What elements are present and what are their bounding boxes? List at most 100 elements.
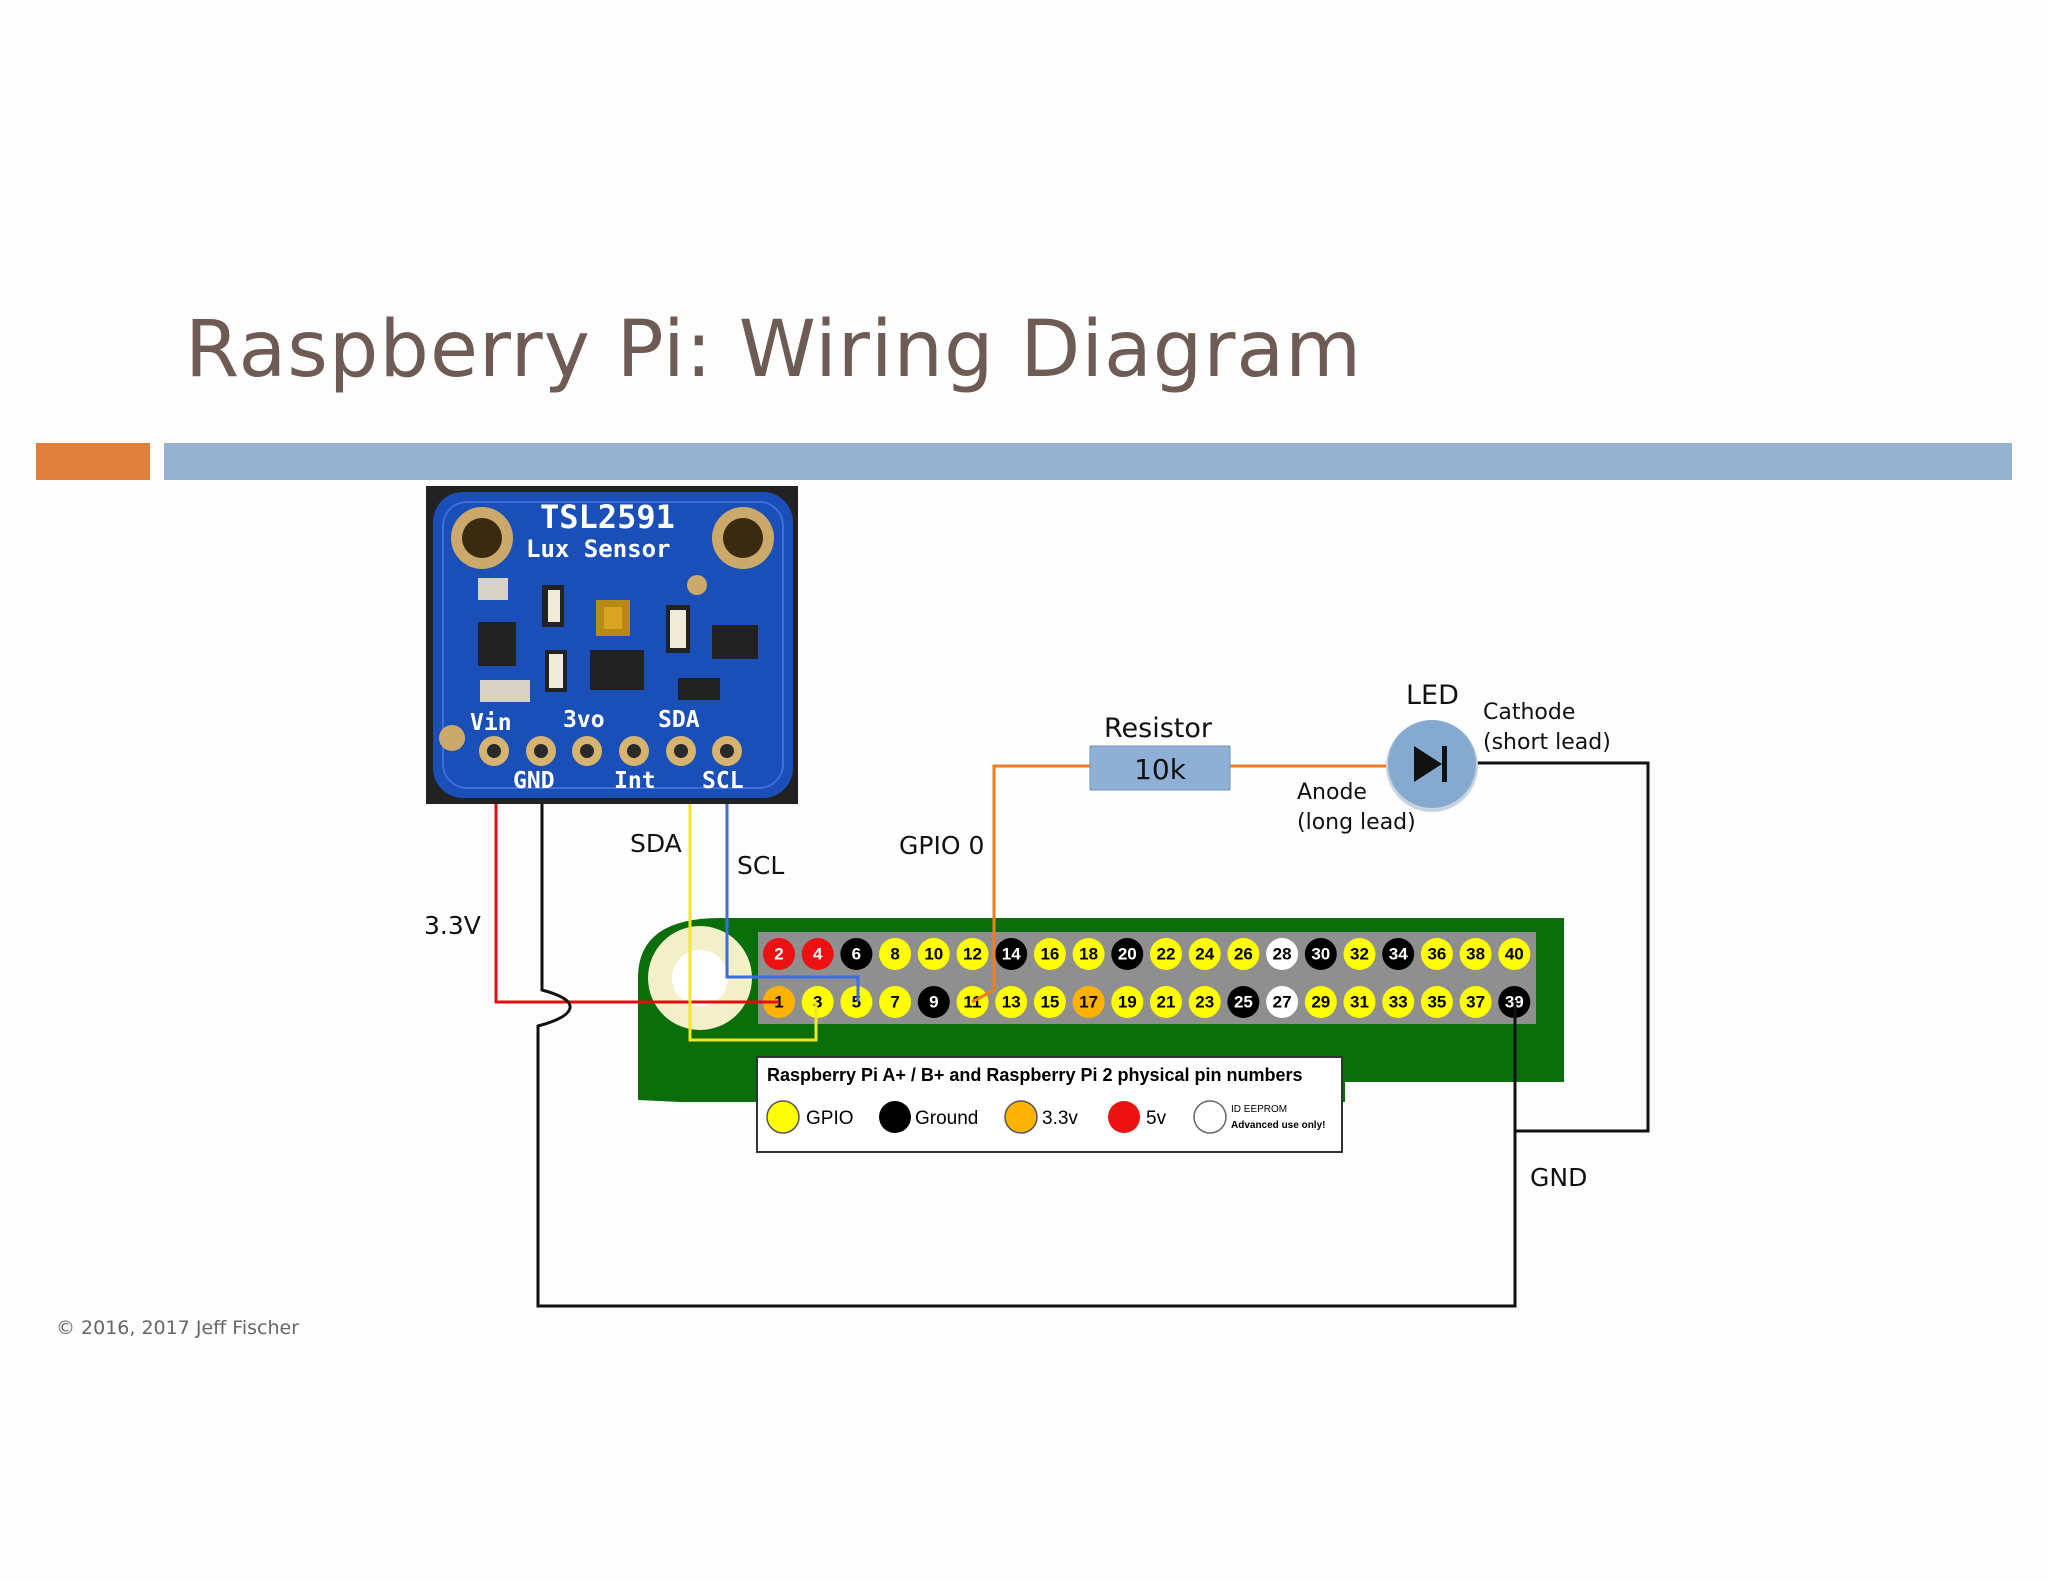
gpio-pin-label-17: 17 — [1079, 993, 1098, 1012]
sensor-pad-hole-2 — [534, 744, 548, 758]
gpio-pin-label-12: 12 — [963, 945, 982, 964]
legend-3v3: 3.3v — [1042, 1108, 1078, 1129]
gpio-pin-25 — [1227, 986, 1260, 1018]
gpio-pin-6 — [840, 938, 873, 970]
sensor-pad-hole-4 — [627, 744, 641, 758]
sensor-pin-sda: SDA — [658, 707, 700, 733]
gpio-pin-label-19: 19 — [1118, 993, 1137, 1012]
gpio-pin-14 — [995, 938, 1028, 970]
gpio-pin-37 — [1459, 986, 1492, 1018]
wire-label-gpio0: GPIO 0 — [899, 831, 984, 860]
gpio-pin-17 — [1072, 986, 1105, 1018]
gpio-pin-33 — [1382, 986, 1415, 1018]
gpio-pin-label-14: 14 — [1002, 945, 1021, 964]
gpio-pin-label-23: 23 — [1195, 993, 1214, 1012]
resistor-label: Resistor — [1104, 713, 1213, 744]
wire-scl — [725, 752, 860, 1002]
gpio-pin-13 — [995, 986, 1028, 1018]
legend-gpio-swatch — [766, 1100, 800, 1134]
sensor-pad-hole-6 — [720, 744, 734, 758]
gpio-pin-label-24: 24 — [1195, 945, 1214, 964]
gpio-pin-label-38: 38 — [1466, 945, 1485, 964]
gpio-pin-28 — [1266, 938, 1299, 970]
legend-5v: 5v — [1146, 1108, 1167, 1129]
gpio-pin-34 — [1382, 938, 1415, 970]
sensor-name: TSL2591 — [540, 498, 675, 536]
sensor-pin-3vo: 3vo — [563, 707, 605, 733]
gpio-pin-label-15: 15 — [1040, 993, 1059, 1012]
gpio-pin-label-9: 9 — [929, 993, 938, 1012]
gpio-pin-label-3: 3 — [813, 993, 822, 1012]
gpio-pin-29 — [1304, 986, 1337, 1018]
gpio-pin-label-5: 5 — [852, 993, 861, 1012]
gpio-pin-label-7: 7 — [890, 993, 899, 1012]
legend-ground-swatch — [879, 1101, 911, 1133]
gpio-pin-label-18: 18 — [1079, 945, 1098, 964]
gpio-pin-label-36: 36 — [1427, 945, 1446, 964]
gpio-pin-26 — [1227, 938, 1260, 970]
legend-gpio: GPIO — [806, 1108, 854, 1129]
wire-label-scl: SCL — [737, 851, 784, 880]
sensor-pad-hole-1 — [487, 744, 501, 758]
gpio-pin-label-21: 21 — [1157, 993, 1176, 1012]
legend-eeprom-swatch — [1193, 1100, 1227, 1134]
gpio-pin-label-26: 26 — [1234, 945, 1253, 964]
sensor-pin-gnd: GND — [513, 768, 555, 794]
legend-3v3-swatch — [1004, 1100, 1038, 1134]
gpio-pin-label-13: 13 — [1002, 993, 1021, 1012]
sensor-pin-int: Int — [614, 768, 656, 794]
legend-ground: Ground — [915, 1108, 978, 1129]
cathode-note: (short lead) — [1483, 730, 1611, 755]
gpio-pin-label-22: 22 — [1157, 945, 1176, 964]
gpio-pin-4 — [801, 938, 834, 970]
wire-sda — [688, 752, 818, 1042]
wire-label-3v3: 3.3V — [424, 911, 481, 940]
cathode-label: Cathode — [1483, 700, 1575, 725]
gpio-pin-label-30: 30 — [1311, 945, 1330, 964]
anode-label: Anode — [1297, 780, 1367, 805]
gpio-pin-label-34: 34 — [1389, 945, 1408, 964]
resistor: 10k — [1089, 745, 1231, 791]
gpio-pin-10 — [917, 938, 950, 970]
pi-mounting-hole-inner — [672, 950, 728, 1006]
led-label: LED — [1406, 680, 1459, 711]
gpio-pin-27 — [1266, 986, 1299, 1018]
diode-bar-icon — [1442, 746, 1447, 782]
gpio-pin-2 — [763, 938, 795, 970]
gpio-pin-label-27: 27 — [1273, 993, 1292, 1012]
gpio-pin-16 — [1033, 938, 1066, 970]
sensor-subtitle: Lux Sensor — [526, 535, 671, 563]
gpio-pin-38 — [1459, 938, 1492, 970]
gpio-pin-19 — [1111, 986, 1144, 1018]
gpio-pin-18 — [1072, 938, 1105, 970]
sensor-pad-hole-3 — [580, 744, 594, 758]
gpio-pin-label-10: 10 — [924, 945, 943, 964]
page-title: Raspberry Pi: Wiring Diagram — [185, 305, 1363, 395]
gpio-pin-15 — [1033, 986, 1066, 1018]
wire-gnd-sensor — [536, 752, 1517, 1308]
gpio-pin-label-28: 28 — [1273, 945, 1292, 964]
title-divider-bar — [164, 443, 2012, 480]
gpio-pin-label-37: 37 — [1466, 993, 1485, 1012]
copyright-footer: © 2016, 2017 Jeff Fischer — [56, 1317, 300, 1339]
gpio-pin-8 — [879, 938, 912, 970]
gpio-pin-40 — [1498, 938, 1531, 970]
gpio-pin-32 — [1343, 938, 1376, 970]
gpio-pin-label-29: 29 — [1311, 993, 1330, 1012]
gpio-pin-3 — [801, 986, 834, 1018]
gpio-pin-21 — [1150, 986, 1182, 1018]
gpio-pin-20 — [1111, 938, 1144, 970]
gpio-pin-label-25: 25 — [1234, 993, 1253, 1012]
gpio-pin-30 — [1304, 938, 1337, 970]
wire-label-sda: SDA — [630, 829, 682, 858]
sensor-pad-hole-5 — [674, 744, 688, 758]
gpio-pin-12 — [956, 938, 989, 970]
sensor-pin-vin: Vin — [470, 710, 512, 736]
gpio-pin-label-35: 35 — [1427, 993, 1446, 1012]
resistor-value: 10k — [1134, 753, 1187, 786]
gpio-pin-label-4: 4 — [813, 945, 823, 964]
gpio-pin-label-33: 33 — [1389, 993, 1408, 1012]
tsl2591-sensor: TSL2591 Lux Sensor Vin 3vo SDA GND Int S… — [426, 486, 798, 804]
pin-legend: Raspberry Pi A+ / B+ and Raspberry Pi 2 … — [756, 1056, 1343, 1153]
